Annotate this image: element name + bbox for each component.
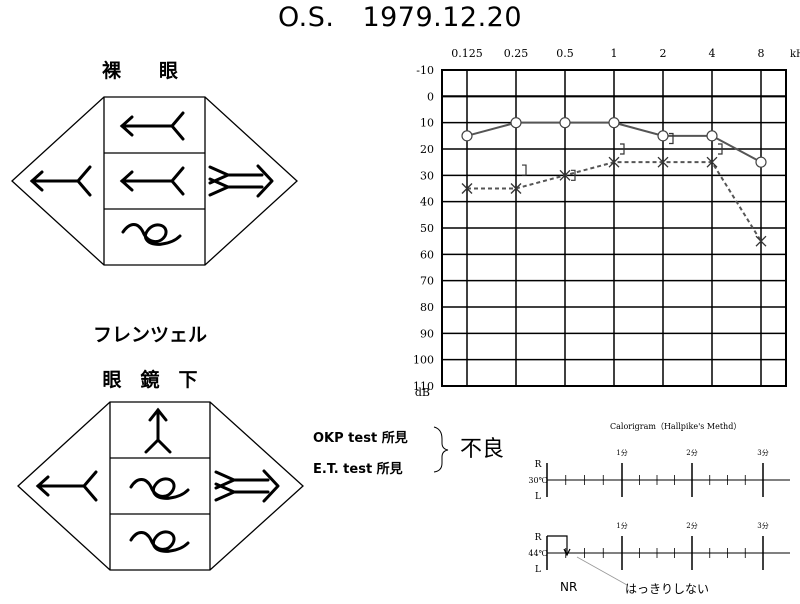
audiogram-chart: -10 0 10 20 30 40 50 60 70 80 90 100 110 0.125 0.25 0.5… (413, 47, 800, 399)
audiogram-y-tick: 80 (420, 301, 434, 314)
cross-stroke (608, 156, 620, 168)
audiogram-x-tick: 1 (611, 47, 618, 60)
audiogram-point-circle (608, 117, 620, 129)
nr-label: NR (560, 580, 578, 594)
audiogram-point-cross (461, 183, 473, 194)
patient-initials: O.S. (277, 2, 335, 33)
et-test-label: E.T. test 所見 (313, 462, 403, 477)
naked-right-wing-double-arrow-icon (208, 164, 274, 198)
audiogram-x-tick: 0.25 (504, 47, 529, 60)
frenzel-center-top-arrow-up-icon (144, 407, 172, 454)
calorigram-minute-label: 1分 (616, 521, 627, 530)
calorigram-chart: 1分 2分 3分 R 30℃ L 1分 2分 3分 R 44℃ L (528, 448, 790, 586)
unclear-label: はっきりしない (625, 582, 710, 596)
cross-stroke (559, 169, 571, 181)
calorigram-title: Calorigram（Hallpike's Methd） (610, 422, 742, 431)
okp-test-label: OKP test 所見 (313, 431, 408, 446)
audiogram-y-tick: 50 (420, 222, 434, 235)
audiogram-y-tick: 70 (420, 275, 434, 288)
cross-stroke (706, 156, 718, 168)
audiogram-point-bracket (718, 143, 723, 155)
exam-date: 1979.12.20 (362, 2, 523, 33)
audiogram-y-tick: 100 (413, 354, 434, 367)
naked-eye-label: 裸 眼 (101, 60, 178, 82)
audiogram-point-circle (755, 156, 767, 168)
frenzel-diagram (17, 401, 304, 571)
audiogram-y-tick: 0 (427, 90, 434, 103)
calorigram-minute-label: 3分 (757, 448, 768, 457)
audiogram-x-tick: 0.125 (451, 47, 483, 60)
calorigram-nr-arrowhead (563, 548, 571, 557)
audiogram-point-circle (461, 130, 473, 142)
audiogram-x-unit: kHz (790, 49, 800, 60)
audiogram-point-circle (510, 117, 522, 129)
audiogram-y-tick: 40 (420, 196, 434, 209)
test-result: 不良 (460, 437, 505, 462)
audiogram-y-tick: 60 (420, 248, 434, 261)
calorigram-r-label: R (535, 533, 542, 543)
naked-eye-diagram (11, 96, 298, 266)
nystagmus-diagrams (11, 96, 304, 571)
audiogram-x-tick: 4 (709, 47, 716, 60)
cross-stroke (755, 235, 767, 247)
frenzel-left-wing-arrow-icon (35, 470, 98, 502)
calorigram-pointer-line (576, 556, 628, 586)
cross-stroke (461, 183, 473, 194)
calorigram-l-label: L (535, 565, 541, 575)
audiogram-y-tick: -10 (416, 64, 434, 77)
naked-center-top-arrow-icon (119, 111, 185, 141)
audiogram-point-bracket (571, 169, 576, 181)
calorigram-nr-bracket (547, 535, 568, 553)
audiogram-point-circle (706, 130, 718, 142)
frenzel-center-middle-rotatory-icon (129, 477, 190, 500)
audiogram-x-tick: 0.5 (556, 47, 574, 60)
frenzel-glasses-label: 眼 鏡 下 (102, 369, 198, 391)
calorigram-temp-label: 44℃ (528, 549, 547, 558)
audiogram-point-circle (559, 117, 571, 129)
audiogram-y-unit: dB (415, 386, 430, 399)
audiogram-point-bracket (620, 143, 625, 155)
calorigram-temp-label: 30℃ (528, 476, 547, 485)
test-bracket (433, 426, 449, 473)
calorigram-minute-label: 2分 (686, 521, 697, 530)
audiogram-point-circle (657, 130, 669, 142)
audiogram-point-cross (755, 235, 767, 247)
calorigram-minute-label: 1分 (616, 448, 627, 457)
cross-stroke (510, 183, 522, 194)
calorigram-l-label: L (535, 492, 541, 502)
audiogram-x-tick: 2 (660, 47, 667, 60)
naked-center-middle-arrow-icon (119, 166, 185, 196)
audiogram-point-cross (608, 156, 620, 168)
naked-left-wing-arrow-icon (29, 165, 92, 197)
audiogram-y-tick: 90 (420, 327, 434, 340)
audiogram-point-bracket (669, 132, 674, 145)
audiogram-y-tick: 30 (420, 169, 434, 182)
cross-stroke (657, 156, 669, 168)
calorigram-minute-label: 2分 (686, 448, 697, 457)
frenzel-center-bottom-rotatory-icon (129, 530, 190, 553)
naked-center-bottom-rotatory-icon (121, 223, 182, 246)
calorigram-minute-label: 3分 (757, 521, 768, 530)
audiogram-point-cross (559, 169, 571, 181)
frenzel-label: フレンツェル (92, 324, 207, 346)
calorigram-r-label: R (535, 460, 542, 470)
audiogram-point-cross (706, 156, 718, 168)
audiogram-x-tick: 8 (758, 47, 765, 60)
page-title: O.S. 1979.12.20 (0, 2, 800, 33)
audiogram-y-tick: 20 (420, 143, 434, 156)
audiogram-point-cross (657, 156, 669, 168)
audiogram-y-tick: 110 (413, 380, 434, 393)
frenzel-right-wing-double-arrow-icon (214, 469, 280, 503)
audiogram-y-tick: 10 (420, 117, 434, 130)
audiogram-point-cross (510, 183, 522, 194)
audiogram-point-bracket (522, 164, 527, 176)
